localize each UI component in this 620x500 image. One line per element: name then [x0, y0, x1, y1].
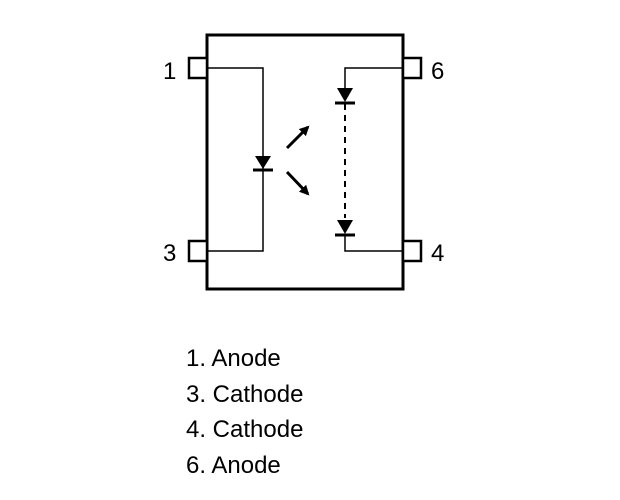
photodiode-upper-symbol — [337, 88, 353, 102]
light-arrow-lower — [285, 170, 310, 196]
legend-item-pin-3: 3. Cathode — [186, 380, 304, 408]
package-body — [205, 33, 405, 291]
output-photodiode-circuit — [335, 67, 403, 252]
light-arrow-upper — [285, 125, 310, 150]
legend-item-pin-4: 4. Cathode — [186, 416, 304, 443]
legend-item-pin-6: 6. Anode — [186, 451, 281, 479]
legend-item-pin-1: 1. Anode — [186, 345, 281, 372]
output-wire-bottom — [344, 235, 403, 252]
pin-3-tab — [187, 239, 209, 263]
input-wire — [207, 67, 264, 252]
led-diode-symbol — [255, 156, 271, 169]
pin-number-3: 3 — [163, 240, 176, 267]
pin-4-tab — [401, 239, 423, 263]
pin-number-4: 4 — [431, 240, 444, 267]
photodiode-lower-symbol — [337, 220, 353, 234]
output-wire-top — [344, 67, 403, 88]
pin-1-tab — [187, 56, 209, 80]
pin-legend: 1. Anode 3. Cathode 4. Cathode 6. Anode — [186, 341, 303, 483]
pin-number-1: 1 — [163, 58, 176, 85]
input-led-circuit — [207, 67, 273, 252]
pin-number-6: 6 — [431, 58, 444, 85]
pin-6-tab — [401, 56, 423, 80]
